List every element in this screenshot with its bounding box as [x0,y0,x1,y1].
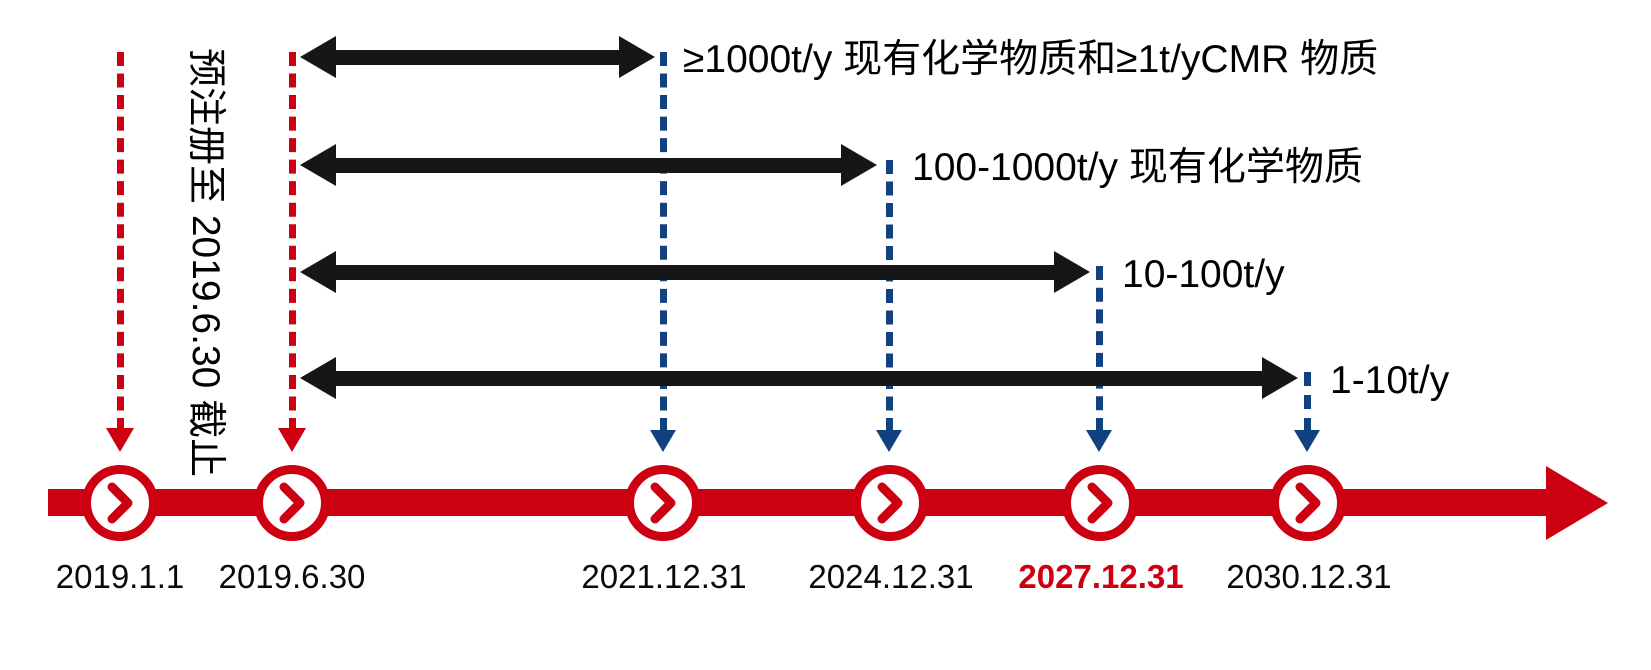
milestone-node-2027-12-31[interactable] [1062,465,1138,541]
chevron-right-icon [650,482,676,524]
arrowhead-down-2019-1-1 [106,428,134,452]
range-label-1: ≥1000t/y 现有化学物质和≥1t/yCMR 物质 [683,38,1379,81]
arrowhead-right-icon [1054,251,1090,293]
range-bar [330,50,625,65]
milestone-node-2024-12-31[interactable] [852,465,928,541]
date-label-2027-12-31: 2027.12.31 [1018,558,1184,595]
milestone-node-2030-12-31[interactable] [1270,465,1346,541]
arrowhead-down-2021-12-31 [650,430,676,452]
guide-line-2027-12-31 [1096,266,1103,432]
range-label-2: 100-1000t/y 现有化学物质 [912,146,1363,189]
chevron-right-icon [279,482,305,524]
range-label-4: 1-10t/y [1330,359,1450,402]
milestone-node-2019-1-1[interactable] [82,465,158,541]
arrowhead-down-2027-12-31 [1086,430,1112,452]
date-label-2019-6-30: 2019.6.30 [218,558,366,595]
chevron-right-icon [1087,482,1113,524]
range-bar [330,158,847,173]
range-bar [330,371,1268,386]
milestone-node-2019-6-30[interactable] [254,465,330,541]
date-label-2021-12-31: 2021.12.31 [581,558,747,595]
guide-line-2019-1-1 [117,52,124,432]
timeline-axis-arrowhead-icon [1546,466,1608,540]
arrowhead-down-2030-12-31 [1294,430,1320,452]
date-label-2024-12-31: 2024.12.31 [808,558,974,595]
chevron-right-icon [1295,482,1321,524]
guide-line-2030-12-31 [1304,372,1311,432]
pre-registration-note: 预注册至 2019.6.30 截止 [184,48,227,478]
chevron-right-icon [877,482,903,524]
range-label-3: 10-100t/y [1122,253,1285,296]
chevron-right-icon [107,482,133,524]
guide-line-2019-6-30 [289,52,296,432]
date-label-2030-12-31: 2030.12.31 [1226,558,1392,595]
range-arrow-2 [300,144,877,186]
range-bar [330,265,1060,280]
range-arrow-4 [300,357,1298,399]
arrowhead-right-icon [1262,357,1298,399]
guide-line-2021-12-31 [660,52,667,432]
guide-line-2024-12-31 [886,160,893,432]
date-label-2019-1-1: 2019.1.1 [55,558,185,595]
arrowhead-down-2024-12-31 [876,430,902,452]
range-arrow-1 [300,36,655,78]
arrowhead-down-2019-6-30 [278,428,306,452]
arrowhead-right-icon [841,144,877,186]
milestone-node-2021-12-31[interactable] [625,465,701,541]
range-arrow-3 [300,251,1090,293]
arrowhead-right-icon [619,36,655,78]
